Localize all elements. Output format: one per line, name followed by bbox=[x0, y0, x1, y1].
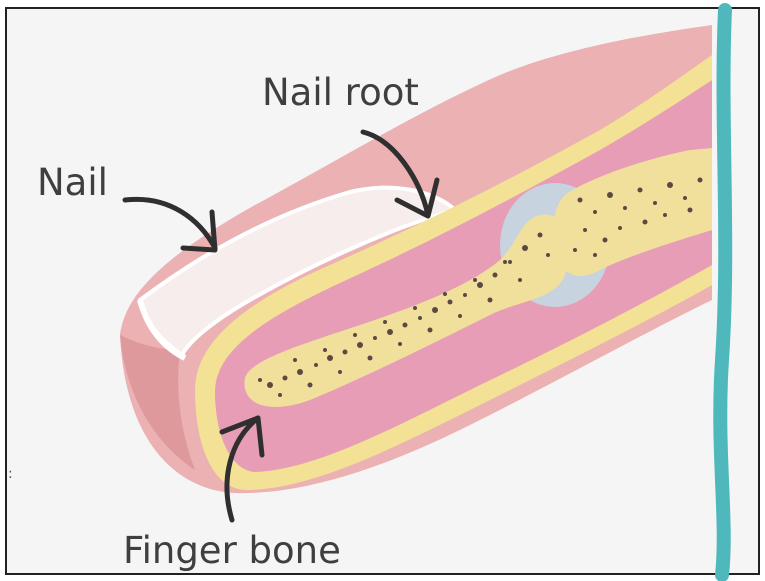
label-nail: Nail bbox=[37, 161, 108, 204]
label-finger-bone: Finger bone bbox=[123, 529, 341, 572]
divider-line bbox=[720, 10, 725, 575]
edge-mark: : bbox=[8, 466, 13, 482]
label-nail-root: Nail root bbox=[262, 71, 419, 114]
